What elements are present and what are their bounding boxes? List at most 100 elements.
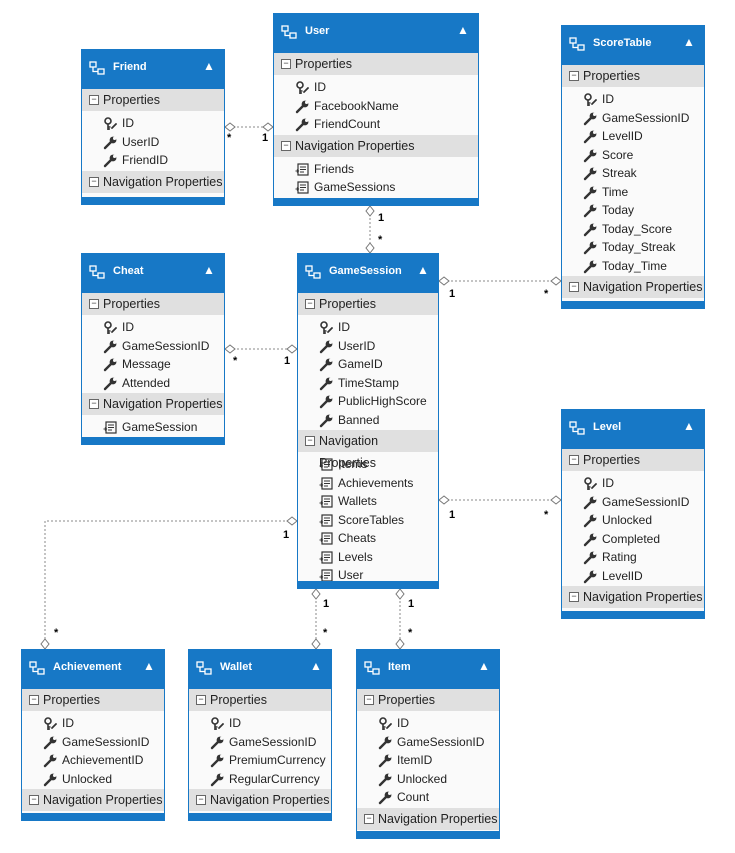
key-property[interactable]: ID [189,714,331,733]
property-item[interactable]: GameSessionID [189,733,331,752]
entity-header[interactable]: Item▲ [357,650,499,689]
property-item[interactable]: PublicHighScore [298,392,438,411]
collapse-chevron-up-icon[interactable]: ▲ [683,419,695,433]
key-property[interactable]: ID [82,114,224,133]
navigation-properties-header[interactable]: −Navigation Properties [357,807,499,830]
collapse-toggle-icon[interactable]: − [569,592,579,602]
property-item[interactable]: Attended [82,374,224,393]
property-item[interactable]: Streak [562,164,704,183]
property-item[interactable]: GameID [298,355,438,374]
collapse-chevron-up-icon[interactable]: ▲ [203,59,215,73]
properties-header[interactable]: −Properties [82,89,224,111]
collapse-chevron-up-icon[interactable]: ▲ [417,263,429,277]
collapse-toggle-icon[interactable]: − [305,436,315,446]
property-item[interactable]: GameSessionID [562,493,704,512]
properties-header[interactable]: −Properties [189,689,331,711]
property-item[interactable]: FriendID [82,151,224,170]
collapse-chevron-up-icon[interactable]: ▲ [478,659,490,673]
association-gamesession-item[interactable] [395,588,405,650]
property-item[interactable]: GameSessionID [82,337,224,356]
property-item[interactable]: RegularCurrency [189,770,331,789]
collapse-toggle-icon[interactable]: − [89,299,99,309]
navigation-properties-header[interactable]: −Navigation Properties [562,586,704,608]
navigation-property-item[interactable]: GameSession [82,418,224,437]
properties-header[interactable]: −Properties [562,65,704,87]
properties-header[interactable]: −Properties [562,449,704,471]
property-item[interactable]: Count [357,788,499,807]
key-property[interactable]: ID [562,474,704,493]
property-item[interactable]: UserID [82,133,224,152]
entity-header[interactable]: Level▲ [562,410,704,449]
collapse-toggle-icon[interactable]: − [89,399,99,409]
navigation-property-item[interactable]: Items [298,455,438,474]
key-property[interactable]: ID [357,714,499,733]
navigation-properties-header[interactable]: −Navigation Properties [82,170,224,193]
association-gamesession-achievement[interactable] [40,516,298,650]
key-property[interactable]: ID [82,318,224,337]
property-item[interactable]: Unlocked [22,770,164,789]
collapse-toggle-icon[interactable]: − [89,95,99,105]
property-item[interactable]: Unlocked [562,511,704,530]
property-item[interactable]: FriendCount [274,115,478,134]
properties-header[interactable]: −Properties [82,293,224,315]
association-friend-user[interactable] [224,122,274,132]
property-item[interactable]: LevelID [562,127,704,146]
collapse-toggle-icon[interactable]: − [364,695,374,705]
property-item[interactable]: UserID [298,337,438,356]
navigation-properties-header[interactable]: −Navigation Properties [298,430,438,470]
entity-header[interactable]: Achievement▲ [22,650,164,689]
navigation-property-item[interactable]: Cheats [298,529,438,548]
navigation-property-item[interactable]: GameSessions [274,178,478,197]
property-item[interactable]: GameSessionID [562,109,704,128]
property-item[interactable]: FacebookName [274,97,478,116]
association-cheat-gamesession[interactable] [224,344,298,354]
property-item[interactable]: Unlocked [357,770,499,789]
navigation-property-item[interactable]: Wallets [298,492,438,511]
collapse-toggle-icon[interactable]: − [569,71,579,81]
collapse-toggle-icon[interactable]: − [89,176,99,187]
collapse-chevron-up-icon[interactable]: ▲ [683,35,695,49]
collapse-chevron-up-icon[interactable]: ▲ [310,659,322,673]
collapse-toggle-icon[interactable]: − [569,455,579,465]
collapse-toggle-icon[interactable]: − [29,795,39,805]
property-item[interactable]: Today_Time [562,257,704,276]
navigation-property-item[interactable]: Levels [298,548,438,567]
association-gamesession-wallet[interactable] [311,588,321,650]
collapse-toggle-icon[interactable]: − [196,695,206,705]
collapse-toggle-icon[interactable]: − [29,695,39,705]
entity-header[interactable]: Wallet▲ [189,650,331,689]
property-item[interactable]: Score [562,146,704,165]
collapse-chevron-up-icon[interactable]: ▲ [457,23,469,37]
property-item[interactable]: Completed [562,530,704,549]
property-item[interactable]: LevelID [562,567,704,586]
collapse-toggle-icon[interactable]: − [281,140,291,151]
property-item[interactable]: GameSessionID [357,733,499,752]
key-property[interactable]: ID [274,78,478,97]
collapse-chevron-up-icon[interactable]: ▲ [143,659,155,673]
entity-header[interactable]: Cheat▲ [82,254,224,293]
navigation-properties-header[interactable]: −Navigation Properties [82,393,224,415]
navigation-property-item[interactable]: User [298,566,438,585]
key-property[interactable]: ID [298,318,438,337]
properties-header[interactable]: −Properties [22,689,164,711]
property-item[interactable]: Time [562,183,704,202]
association-gamesession-level[interactable] [438,495,562,505]
property-item[interactable]: GameSessionID [22,733,164,752]
navigation-properties-header[interactable]: −Navigation Properties [274,134,478,157]
collapse-toggle-icon[interactable]: − [305,299,315,309]
key-property[interactable]: ID [562,90,704,109]
property-item[interactable]: Today_Score [562,220,704,239]
property-item[interactable]: PremiumCurrency [189,751,331,770]
property-item[interactable]: Today_Streak [562,238,704,257]
property-item[interactable]: Banned [298,411,438,430]
property-item[interactable]: ItemID [357,751,499,770]
navigation-properties-header[interactable]: −Navigation Properties [189,789,331,811]
collapse-chevron-up-icon[interactable]: ▲ [203,263,215,277]
